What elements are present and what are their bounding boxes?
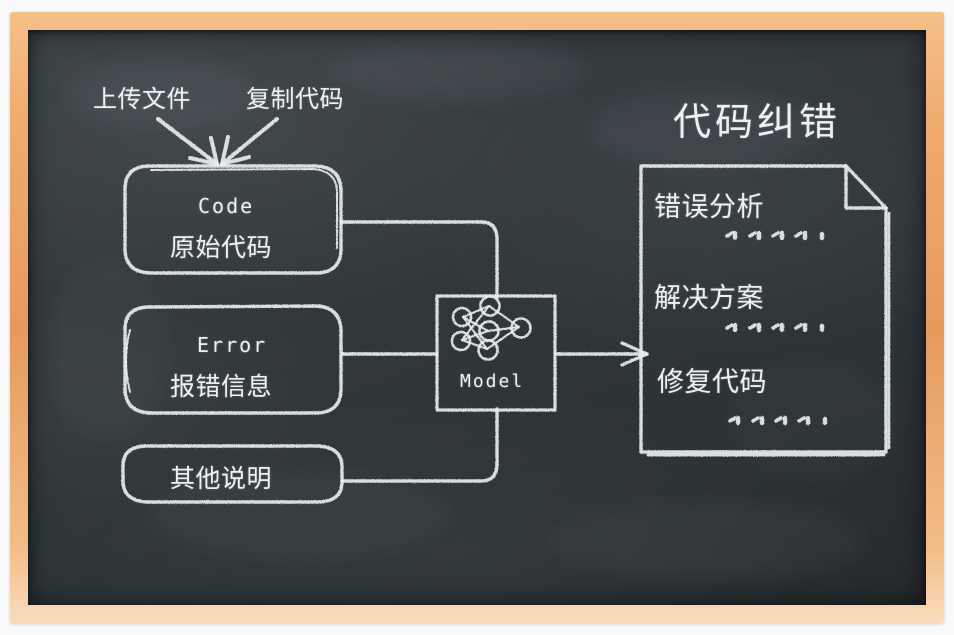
page-title: 代码纠错 bbox=[673, 102, 842, 144]
annotation-label-upload: 上传文件 bbox=[93, 86, 191, 113]
document-section-heading-3: 修复代码 bbox=[657, 367, 767, 397]
input-box-code-en: Code bbox=[198, 194, 255, 218]
annotation-label-paste: 复制代码 bbox=[246, 86, 344, 113]
input-box-code-cn: 原始代码 bbox=[170, 234, 273, 262]
input-box-other-cn: 其他说明 bbox=[170, 465, 273, 493]
model-label: Model bbox=[460, 371, 525, 392]
document-section-heading-2: 解决方案 bbox=[654, 283, 764, 313]
input-box-error-cn: 报错信息 bbox=[170, 373, 273, 401]
document-section-heading-1: 错误分析 bbox=[654, 192, 764, 222]
input-box-error-en: Error bbox=[197, 333, 268, 357]
